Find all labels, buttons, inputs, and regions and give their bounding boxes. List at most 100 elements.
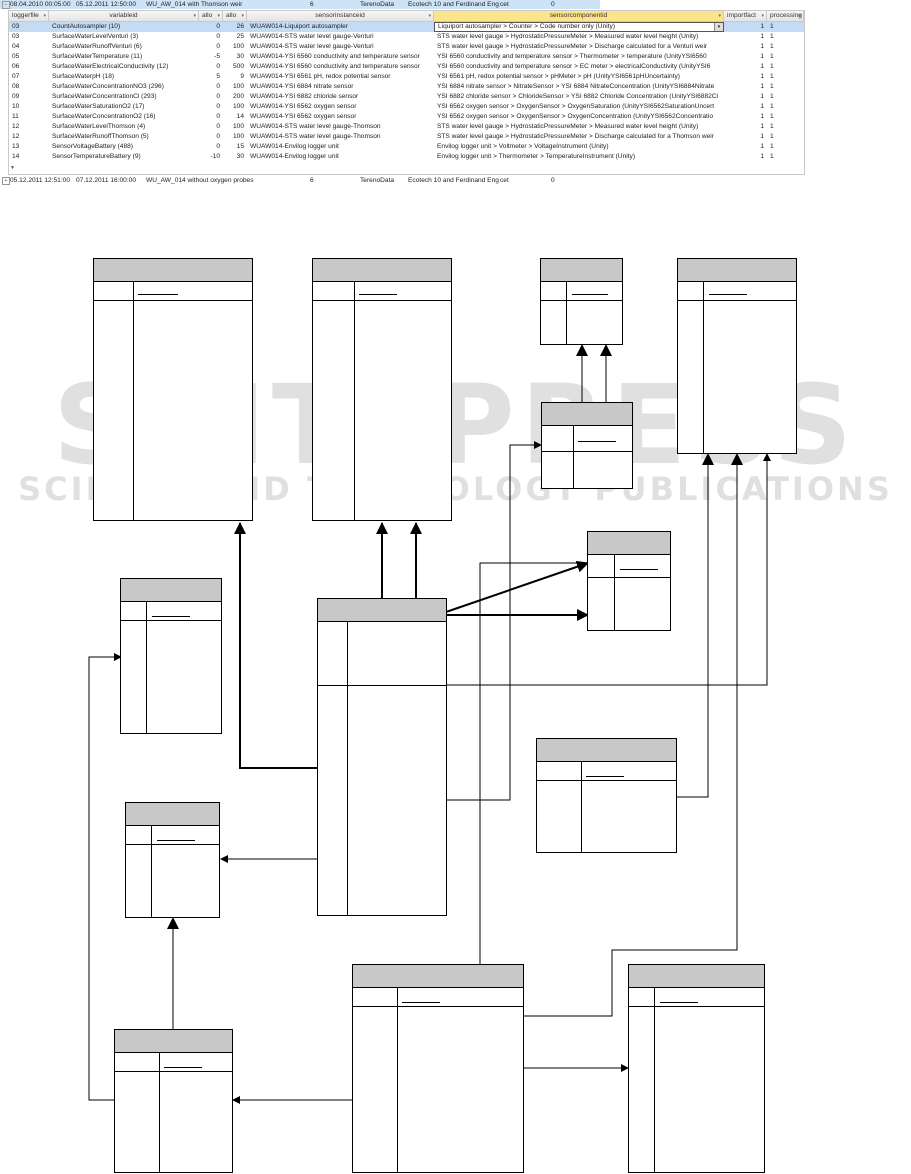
importfact-cell[interactable]: 1 <box>760 123 764 130</box>
sensorinstanceid-cell[interactable]: WUAW014-STS water level gauge-Venturi <box>250 33 374 40</box>
importfact-cell[interactable]: 1 <box>760 23 764 30</box>
entity-title-bar[interactable] <box>537 739 676 762</box>
sensorcomponentid-cell[interactable]: YSI 6884 nitrate sensor > NitrateSensor … <box>437 83 715 90</box>
allo-min-cell[interactable]: 0 <box>216 93 220 100</box>
allo-max-cell[interactable]: 30 <box>236 153 244 160</box>
sensorcomponentid-cell[interactable]: YSI 6560 conductivity and temperature se… <box>437 53 707 60</box>
sensorinstanceid-cell[interactable]: WUAW014-Liquiport autosampler <box>250 23 348 30</box>
importfact-cell[interactable]: 1 <box>760 153 764 160</box>
entity-table[interactable] <box>93 258 253 521</box>
entity-table[interactable] <box>125 802 220 918</box>
loggerfile-cell[interactable]: 03 <box>12 23 20 30</box>
allo-min-cell[interactable]: -5 <box>214 53 220 60</box>
allo-max-cell[interactable]: 100 <box>232 43 244 50</box>
importfact-cell[interactable]: 1 <box>760 83 764 90</box>
sensorcomponentid-cell[interactable]: STS water level gauge > HydrostaticPress… <box>437 123 699 130</box>
sensorcomponentid-cell[interactable]: STS water level gauge > HydrostaticPress… <box>437 133 714 140</box>
entity-title-bar[interactable] <box>318 599 446 622</box>
variableid-cell[interactable]: SurfaceWaterSaturationO2 (17) <box>52 103 145 110</box>
entity-table[interactable] <box>317 598 447 916</box>
loggerfile-cell[interactable]: 14 <box>12 153 20 160</box>
loggerfile-cell[interactable]: 10 <box>12 103 20 110</box>
processing-cell[interactable]: 1 <box>770 143 774 150</box>
entity-table[interactable] <box>540 258 623 345</box>
allo-min-cell[interactable]: -10 <box>210 153 220 160</box>
col-header-loggerfile[interactable]: loggerfile▾ <box>9 11 49 21</box>
entity-title-bar[interactable] <box>678 259 796 282</box>
entity-title-bar[interactable] <box>541 259 622 282</box>
variableid-cell[interactable]: SurfaceWaterConcentrationO2 (16) <box>52 113 156 120</box>
sort-arrow-icon[interactable]: ▾ <box>43 13 46 19</box>
allo-min-cell[interactable]: 0 <box>216 23 220 30</box>
sensorinstanceid-cell[interactable]: WUAW014-YSI 6560 conductivity and temper… <box>250 63 420 70</box>
allo-max-cell[interactable]: 100 <box>232 133 244 140</box>
variableid-cell[interactable]: SurfaceWaterTemperature (11) <box>52 53 143 60</box>
importfact-cell[interactable]: 1 <box>760 73 764 80</box>
entity-table[interactable] <box>352 964 524 1173</box>
entity-table[interactable] <box>628 964 765 1173</box>
col-header-importfact[interactable]: importfact▾ <box>724 11 767 21</box>
allo-max-cell[interactable]: 25 <box>236 33 244 40</box>
entity-table[interactable] <box>587 531 671 631</box>
entity-title-bar[interactable] <box>121 579 221 602</box>
sort-arrow-icon[interactable]: ▾ <box>798 13 801 19</box>
sensorcomponentid-cell[interactable]: YSI 6562 oxygen sensor > OxygenSensor > … <box>437 113 714 120</box>
processing-cell[interactable]: 1 <box>770 93 774 100</box>
processing-cell[interactable]: 1 <box>770 43 774 50</box>
allo-max-cell[interactable]: 100 <box>232 83 244 90</box>
processing-cell[interactable]: 1 <box>770 103 774 110</box>
allo-max-cell[interactable]: 30 <box>236 53 244 60</box>
sensorcomponentid-cell[interactable]: YSI 6882 chloride sensor > ChlorideSenso… <box>437 93 719 100</box>
loggerfile-cell[interactable]: 05 <box>12 53 20 60</box>
allo-min-cell[interactable]: 0 <box>216 133 220 140</box>
entity-title-bar[interactable] <box>542 403 632 426</box>
col-header-processing[interactable]: processing▾ <box>767 11 804 21</box>
sensorcomponentid-cell[interactable]: YSI 6561 pH, redox potential sensor > pH… <box>437 73 680 80</box>
entity-title-bar[interactable] <box>94 259 252 282</box>
sensorcomponentid-cell[interactable]: YSI 6560 conductivity and temperature se… <box>437 63 711 70</box>
col-header-allo-2[interactable]: allo▾ <box>223 11 247 21</box>
allo-min-cell[interactable]: 0 <box>216 63 220 70</box>
allo-max-cell[interactable]: 100 <box>232 123 244 130</box>
entity-title-bar[interactable] <box>313 259 451 282</box>
variableid-cell[interactable]: SurfaceWaterConcentrationCl (293) <box>52 93 157 100</box>
processing-cell[interactable]: 1 <box>770 33 774 40</box>
allo-min-cell[interactable]: 0 <box>216 113 220 120</box>
entity-table[interactable] <box>677 258 797 454</box>
allo-min-cell[interactable]: 0 <box>216 83 220 90</box>
sensorinstanceid-cell[interactable]: WUAW014-YSI 6562 oxygen sensor <box>250 103 357 110</box>
loggerfile-cell[interactable]: 08 <box>12 83 20 90</box>
importfact-cell[interactable]: 1 <box>760 43 764 50</box>
expand-icon[interactable]: + <box>2 176 10 185</box>
processing-cell[interactable]: 1 <box>770 83 774 90</box>
variableid-cell[interactable]: SurfaceWaterpH (18) <box>52 73 115 80</box>
loggerfile-cell[interactable]: 04 <box>12 43 20 50</box>
entity-title-bar[interactable] <box>115 1030 232 1053</box>
loggerfile-cell[interactable]: 12 <box>12 133 20 140</box>
allo-max-cell[interactable]: 26 <box>236 23 244 30</box>
processing-cell[interactable]: 1 <box>770 113 774 120</box>
allo-min-cell[interactable]: 0 <box>216 123 220 130</box>
sensorcomponentid-cell[interactable]: YSI 6562 oxygen sensor > OxygenSensor > … <box>437 103 715 110</box>
variableid-cell[interactable]: SensorVoltageBattery (488) <box>52 143 134 150</box>
allo-max-cell[interactable]: 14 <box>236 113 244 120</box>
sensorinstanceid-cell[interactable]: WUAW014-YSI 6561 pH, redox potential sen… <box>250 73 391 80</box>
sensorinstanceid-cell[interactable]: WUAW014-STS water level gauge-Thomson <box>250 123 381 130</box>
importfact-cell[interactable]: 1 <box>760 33 764 40</box>
parent-record-row[interactable]: + 05.12.2011 12:51:00 07.12.2011 16:00:0… <box>0 176 600 185</box>
sort-arrow-icon[interactable]: ▾ <box>193 13 196 19</box>
col-header-sensorcomponentid[interactable]: sensorcomponentid▾ <box>434 11 724 21</box>
entity-title-bar[interactable] <box>126 803 219 826</box>
sensorinstanceid-cell[interactable]: WUAW014-YSI 6884 nitrate sensor <box>250 83 354 90</box>
scroll-down-icon[interactable]: ▼ <box>10 165 15 171</box>
